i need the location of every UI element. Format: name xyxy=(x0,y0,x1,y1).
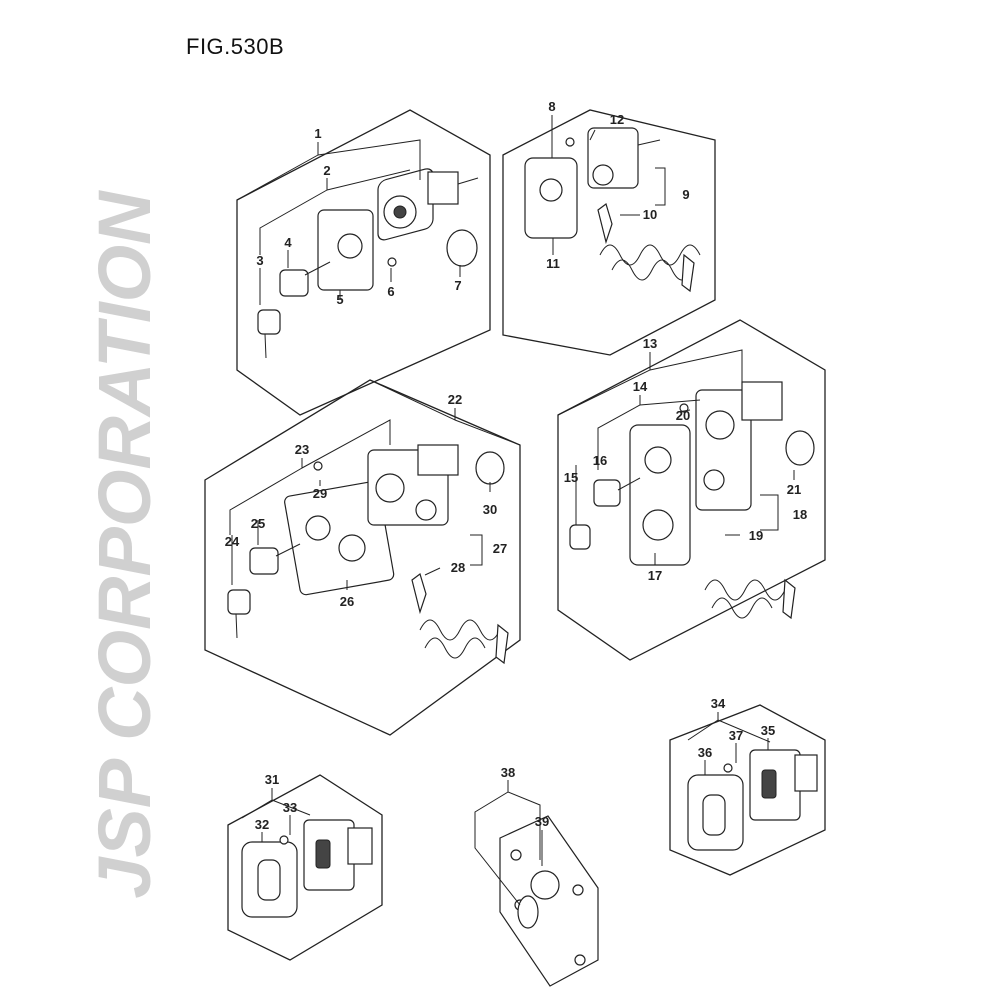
callout-14: 14 xyxy=(633,379,648,394)
callout-29: 29 xyxy=(313,486,327,501)
callout-31: 31 xyxy=(265,772,279,787)
callout-20: 20 xyxy=(676,408,690,423)
callout-2: 2 xyxy=(323,163,330,178)
callout-17: 17 xyxy=(648,568,662,583)
callout-30: 30 xyxy=(483,502,497,517)
group-box-31 xyxy=(227,774,383,961)
callout-35: 35 xyxy=(761,723,775,738)
callout-24: 24 xyxy=(225,534,240,549)
switch-assembly-34 xyxy=(687,749,818,851)
watermark: JSP CORPORATION xyxy=(83,190,166,899)
callout-9: 9 xyxy=(682,187,689,202)
callout-32: 32 xyxy=(255,817,269,832)
callout-23: 23 xyxy=(295,442,309,457)
callout-15: 15 xyxy=(564,470,578,485)
callout-labels: 1 2 3 4 5 6 7 8 9 10 11 12 13 14 15 16 1… xyxy=(225,99,807,832)
callout-21: 21 xyxy=(787,482,801,497)
callout-10: 10 xyxy=(643,207,657,222)
callout-7: 7 xyxy=(454,278,461,293)
dual-switch-assembly-13 xyxy=(569,381,815,620)
stop-switch-assembly-8 xyxy=(524,127,701,293)
callout-3: 3 xyxy=(256,253,263,268)
switch-plate-38 xyxy=(499,815,599,987)
callout-5: 5 xyxy=(336,292,343,307)
callout-12: 12 xyxy=(610,112,624,127)
callout-18: 18 xyxy=(793,507,807,522)
callout-4: 4 xyxy=(284,235,292,250)
group-box-1 xyxy=(236,109,491,416)
callout-28: 28 xyxy=(451,560,465,575)
callout-16: 16 xyxy=(593,453,607,468)
switch-assembly-31 xyxy=(241,819,373,918)
leader-lines xyxy=(229,115,795,906)
callout-8: 8 xyxy=(548,99,555,114)
callout-26: 26 xyxy=(340,594,354,609)
ignition-switch-assembly-1 xyxy=(257,168,479,359)
dual-switch-assembly-22 xyxy=(227,444,509,665)
group-box-34 xyxy=(669,704,826,876)
callout-22: 22 xyxy=(448,392,462,407)
group-box-13 xyxy=(557,319,826,661)
callout-19: 19 xyxy=(749,528,763,543)
callout-27: 27 xyxy=(493,541,507,556)
callout-1: 1 xyxy=(314,126,321,141)
callout-39: 39 xyxy=(535,814,549,829)
group-box-8 xyxy=(502,109,716,356)
callout-37: 37 xyxy=(729,728,743,743)
callout-34: 34 xyxy=(711,696,726,711)
callout-13: 13 xyxy=(643,336,657,351)
callout-6: 6 xyxy=(387,284,394,299)
figure-title: FIG.530B xyxy=(186,34,285,59)
callout-11: 11 xyxy=(546,256,560,271)
callout-33: 33 xyxy=(283,800,297,815)
callout-36: 36 xyxy=(698,745,712,760)
callout-38: 38 xyxy=(501,765,515,780)
callout-25: 25 xyxy=(251,516,265,531)
